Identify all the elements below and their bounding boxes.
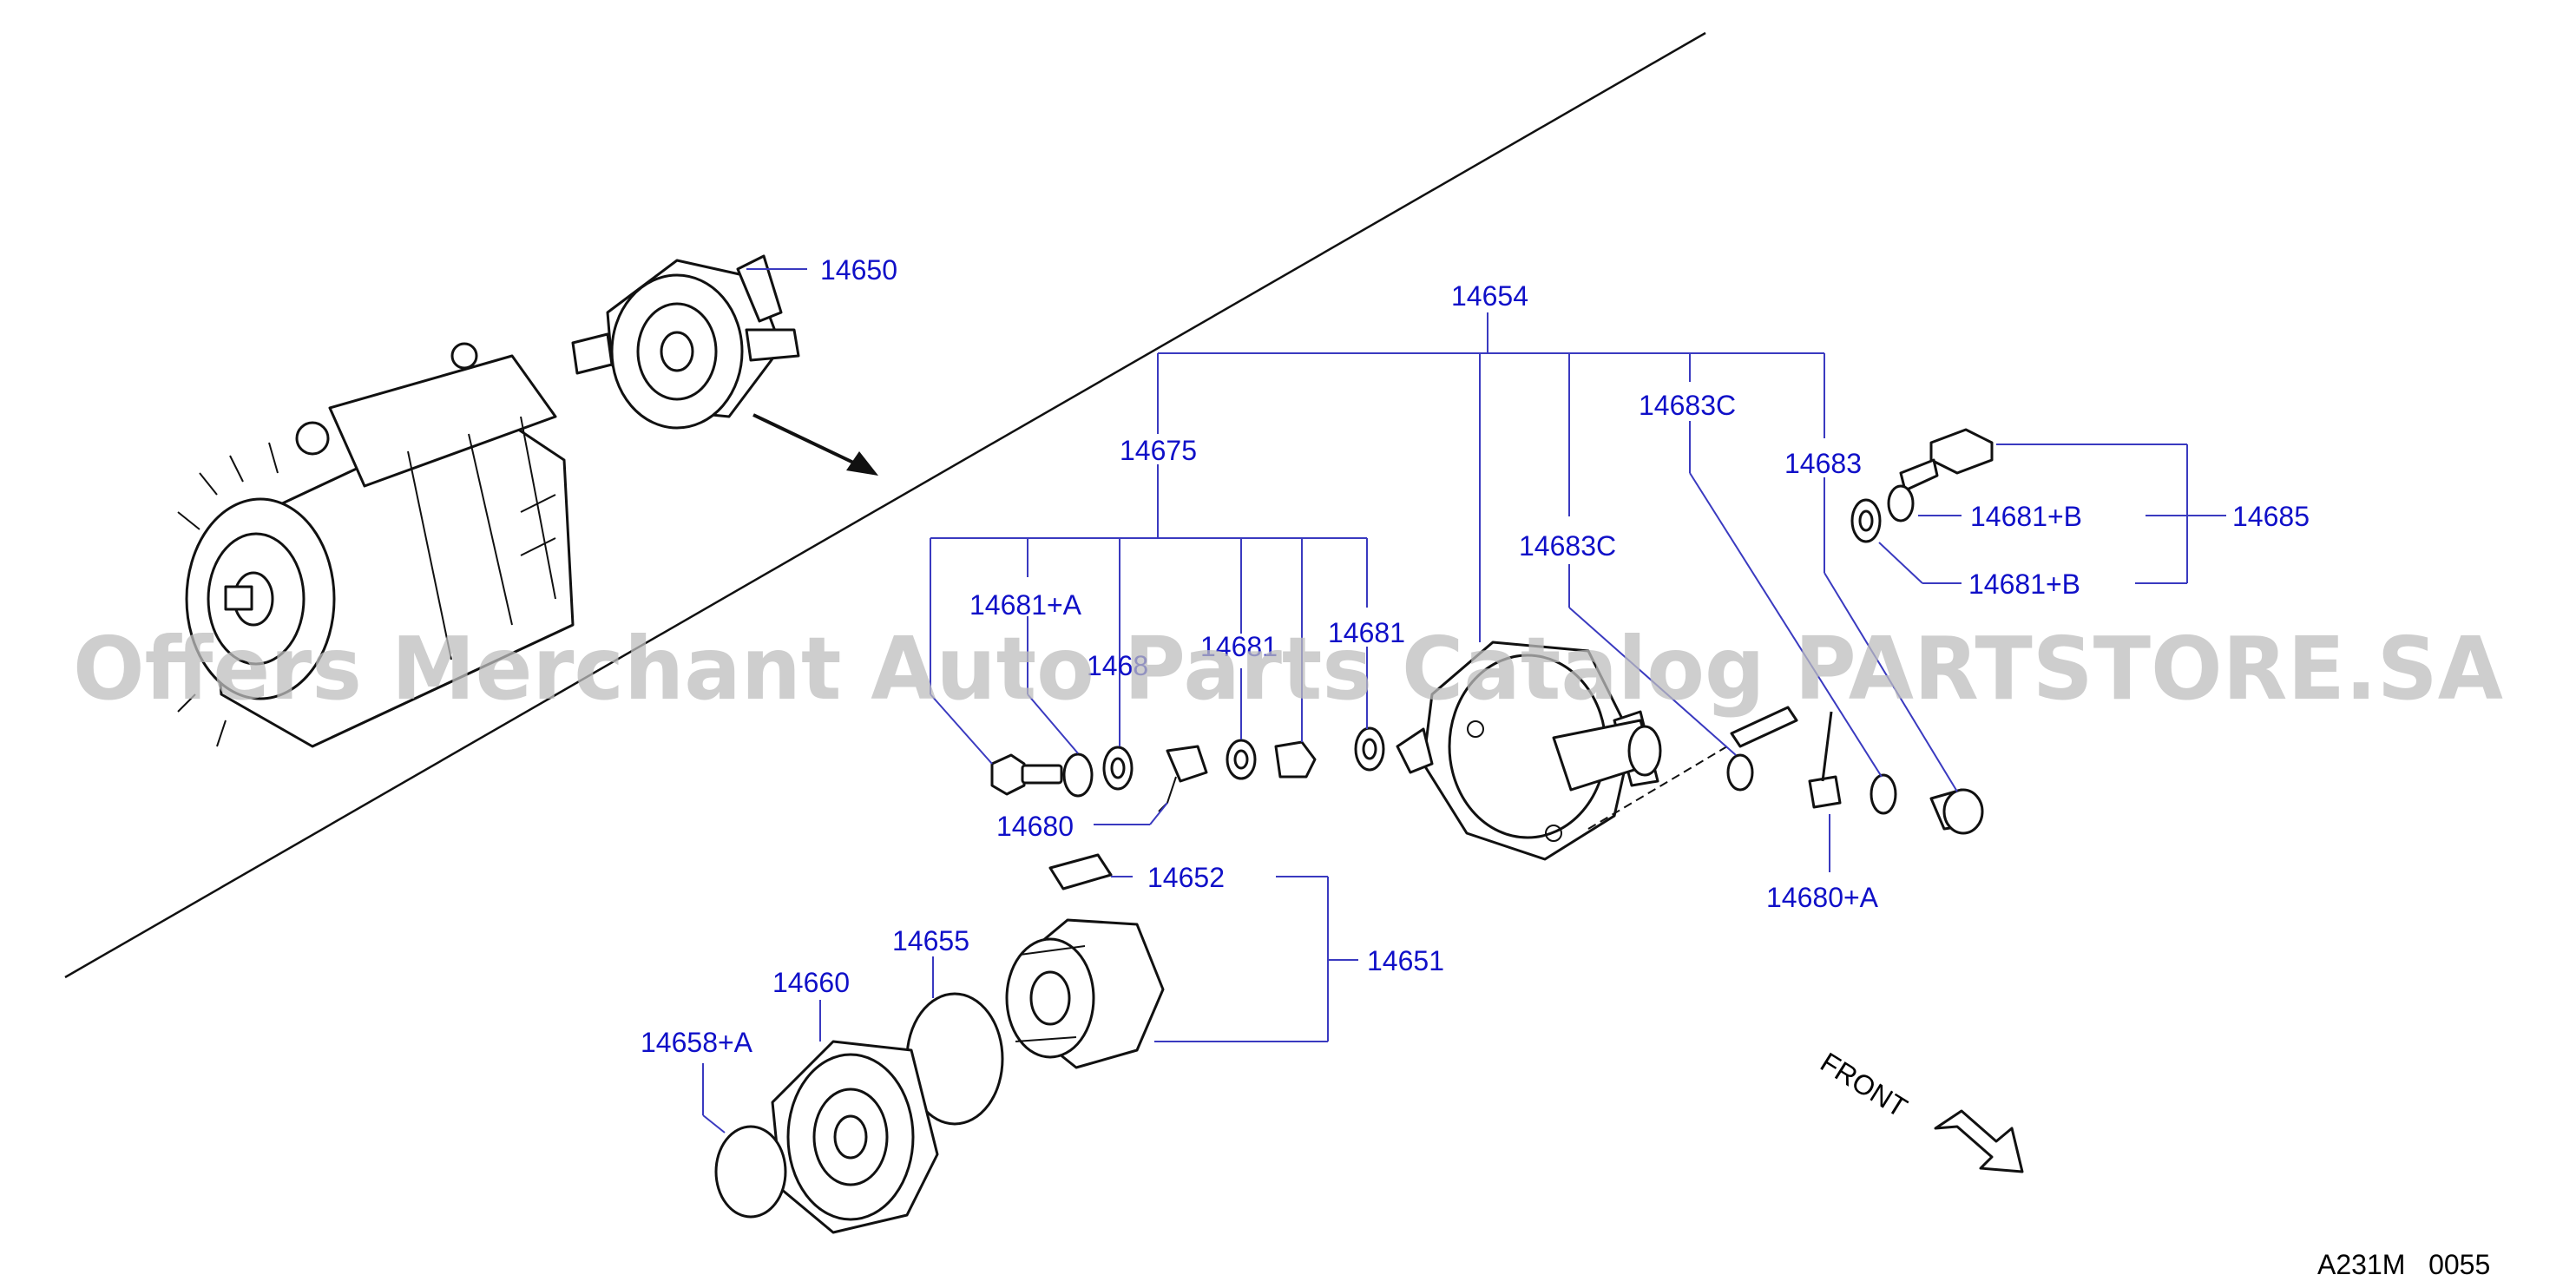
label-14681b-upper: 14681+B [1970,501,2082,532]
diagram-code: A231M 0055 [2317,1249,2490,1280]
o-ring-drawing [714,1125,787,1219]
label-14683c-lower: 14683C [1519,530,1616,562]
pump-body-drawing [1396,641,1662,861]
leader-lines [702,268,2226,1134]
direction-arrowhead [846,451,878,476]
label-14681-first: 1468 [1087,650,1148,681]
label-14660: 14660 [772,967,850,998]
label-14681b-lower: 14681+B [1968,568,2080,600]
direction-arrow [752,413,867,470]
hardware-right-drawing [1726,706,1984,835]
label-14685: 14685 [2232,501,2310,532]
section-divider [64,31,1706,979]
bolt-assembly-drawing [1850,428,1994,543]
label-14650: 14650 [820,254,897,286]
label-14658a: 14658+A [641,1027,753,1058]
cover-drawing [771,1040,939,1234]
rotor-drawing [1005,918,1165,1069]
label-14655: 14655 [892,925,969,956]
label-14683c-upper: 14683C [1639,390,1736,421]
alternator-drawing [177,342,575,748]
hardware-row-drawing [990,726,1385,812]
label-14680: 14680 [996,811,1074,842]
vacuum-pump-drawing [571,254,800,430]
label-14652: 14652 [1147,862,1225,893]
label-14681-second: 14681 [1200,631,1278,662]
front-arrow [1934,1109,2024,1173]
label-14675: 14675 [1120,435,1197,466]
label-14654: 14654 [1451,280,1528,312]
label-14681a: 14681+A [969,589,1082,621]
label-14680a: 14680+A [1766,882,1879,913]
label-14681-third: 14681 [1328,617,1405,648]
label-14651: 14651 [1367,945,1444,976]
label-14683: 14683 [1784,448,1862,479]
watermark: Offers Merchant Auto Parts Catalog PARTS… [73,618,2503,720]
front-label: FRONT [1815,1046,1913,1123]
gasket-drawing [1048,853,1113,890]
